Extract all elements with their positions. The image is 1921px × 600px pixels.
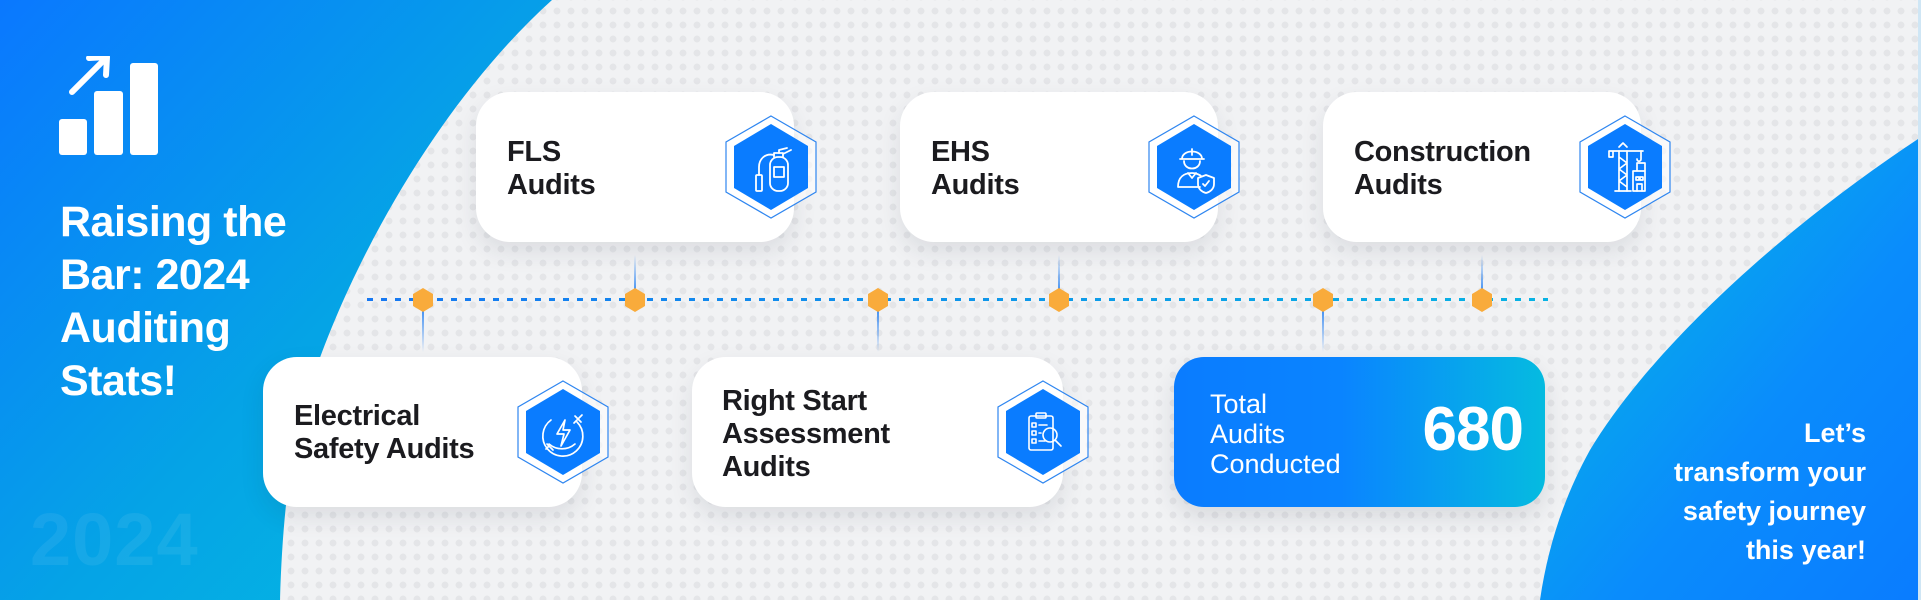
total-label-line: Conducted xyxy=(1210,449,1341,479)
call-to-action-text: Let’s transform your safety journey this… xyxy=(1566,414,1866,570)
timeline-node xyxy=(625,288,645,312)
cta-line: Let’s xyxy=(1803,418,1866,448)
title-line: Raising the xyxy=(60,198,287,246)
connector-total xyxy=(1322,300,1324,352)
card-label-line: Construction xyxy=(1354,136,1531,168)
card-ehs-audits: EHS Audits xyxy=(900,92,1240,242)
title-line: Auditing xyxy=(60,304,231,352)
timeline-node xyxy=(413,288,433,312)
card-label-line: FLS xyxy=(507,136,561,168)
total-label-line: Audits xyxy=(1210,419,1286,449)
fire-extinguisher-icon xyxy=(725,115,817,219)
title-line: Stats! xyxy=(60,357,177,405)
card-label-line: Safety Audits xyxy=(294,433,475,465)
total-audits-label: Total Audits Conducted xyxy=(1210,389,1341,479)
title-line: Bar: 2024 xyxy=(60,251,250,299)
card-construction-audits: Construction Audits xyxy=(1323,92,1671,242)
card-label-line: EHS xyxy=(931,136,990,168)
card-label-line: Audits xyxy=(722,451,811,483)
year-watermark: 2024 xyxy=(30,498,199,581)
connector-ehs xyxy=(1058,255,1060,300)
cta-line: this year! xyxy=(1745,535,1866,565)
card-label-line: Audits xyxy=(1354,169,1443,201)
total-label-line: Total xyxy=(1210,389,1268,419)
card-label-line: Electrical xyxy=(294,400,420,432)
total-audits-card: Total Audits Conducted 680 xyxy=(1174,357,1545,507)
card-label: Electrical Safety Audits xyxy=(294,400,475,466)
timeline-node xyxy=(1049,288,1069,312)
card-label-line: Audits xyxy=(931,169,1020,201)
timeline-node xyxy=(868,288,888,312)
card-fls-audits: FLS Audits xyxy=(476,92,817,242)
right-blue-panel xyxy=(1540,137,1921,600)
card-label: Right Start Assessment Audits xyxy=(722,385,890,484)
total-audits-value: 680 xyxy=(1422,395,1524,464)
card-right-start-assessment-audits: Right Start Assessment Audits xyxy=(692,357,1089,507)
card-electrical-safety-audits: Electrical Safety Audits xyxy=(263,357,609,507)
construction-crane-icon xyxy=(1579,115,1671,219)
bar-chart-growth-icon xyxy=(59,56,158,155)
connector-right-start xyxy=(877,300,879,352)
card-label: EHS Audits xyxy=(931,136,1020,202)
page-title: Raising the Bar: 2024 Auditing Stats! xyxy=(60,196,360,408)
connector-electrical xyxy=(422,300,424,352)
card-label: Construction Audits xyxy=(1354,136,1531,202)
card-label: FLS Audits xyxy=(507,136,596,202)
clipboard-search-icon xyxy=(997,380,1089,484)
connector-fls xyxy=(634,255,636,300)
card-label-line: Assessment xyxy=(722,418,890,450)
cta-line: transform your xyxy=(1673,457,1866,487)
card-label-line: Audits xyxy=(507,169,596,201)
electrical-bolt-icon xyxy=(517,380,609,484)
timeline-node xyxy=(1313,288,1333,312)
timeline-node xyxy=(1472,288,1492,312)
timeline-line xyxy=(367,298,1548,301)
connector-construction xyxy=(1481,255,1483,300)
cta-line: safety journey xyxy=(1682,496,1866,526)
card-label-line: Right Start xyxy=(722,385,867,417)
safety-worker-icon xyxy=(1148,115,1240,219)
